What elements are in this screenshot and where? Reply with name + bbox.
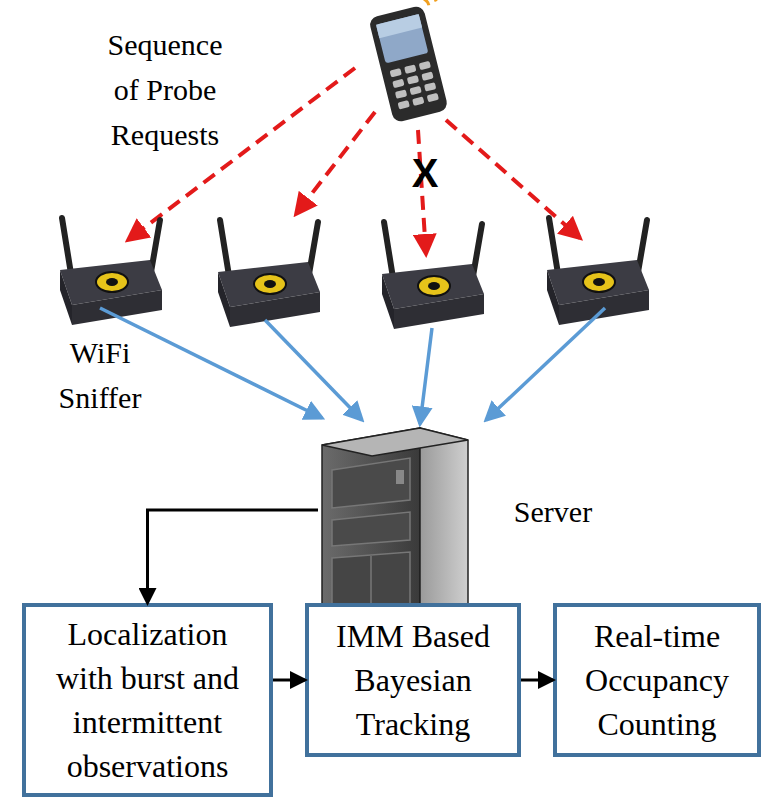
- box-text: Localization with burst and intermittent…: [40, 612, 255, 788]
- process-box: Real-time Occupancy Counting: [553, 603, 761, 757]
- box-text: Real-time Occupancy Counting: [571, 614, 743, 746]
- device-label: WiFi Sniffer: [45, 330, 155, 420]
- wifi-sniffer-devices: [60, 218, 649, 329]
- phone-illustration: [362, 0, 470, 123]
- flow-arrow: [273, 679, 305, 682]
- blocked-mark: X: [405, 150, 445, 196]
- flow-arrow: [148, 510, 319, 603]
- report-arrows: [100, 308, 605, 424]
- flow-arrow: [521, 679, 553, 682]
- process-box: IMM Based Bayesian Tracking: [305, 603, 521, 757]
- process-box: Localization with burst and intermittent…: [22, 603, 273, 797]
- node-label: Server: [498, 489, 608, 534]
- box-text: IMM Based Bayesian Tracking: [323, 614, 503, 746]
- annotation-text: Sequence of Probe Requests: [95, 22, 235, 157]
